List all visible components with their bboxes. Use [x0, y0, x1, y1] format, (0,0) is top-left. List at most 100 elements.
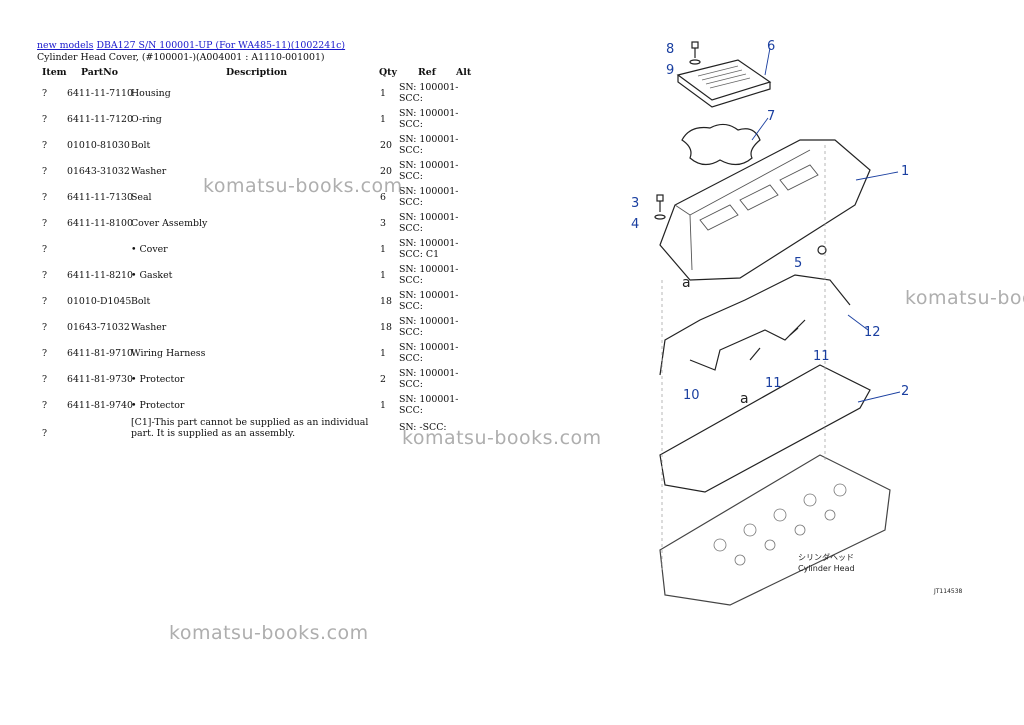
row-item: ?: [42, 270, 48, 281]
table-row: ? 01010-81030 Bolt 20 SN: 100001-SCC:: [0, 132, 520, 158]
cylinder-head-shape: [659, 454, 891, 606]
row-partno: 01010-D1045: [67, 296, 132, 307]
row-ref: SN: 100001-SCC:: [399, 212, 459, 234]
wiring-harness-shape: [659, 274, 851, 376]
row-qty: 1: [380, 114, 386, 125]
header-qty: Qty: [379, 67, 397, 78]
row-qty: 1: [380, 270, 386, 281]
row-partno: 6411-11-7130: [67, 192, 133, 203]
row-description: Bolt: [131, 140, 151, 151]
o-ring-shape: [681, 123, 761, 166]
table-row: ? 6411-11-7110 Housing 1 SN: 100001-SCC:: [0, 80, 520, 106]
watermark: komatsu-books.com: [905, 287, 1024, 309]
row-description: O-ring: [131, 114, 162, 125]
row-ref: SN: 100001-SCC: C1: [399, 238, 459, 260]
row-ref: SN: 100001-SCC:: [399, 134, 459, 156]
row-description: • Protector: [131, 374, 185, 385]
callout-9: 9: [666, 63, 674, 78]
table-row: ? 6411-11-7130 Seal 6 SN: 100001-SCC:: [0, 184, 520, 210]
view-mark-a-lower: a: [740, 391, 749, 407]
header-ref: Ref: [418, 67, 436, 78]
table-row: ? 6411-11-7120 O-ring 1 SN: 100001-SCC:: [0, 106, 520, 132]
callout-4: 4: [631, 217, 639, 232]
callout-12: 12: [864, 325, 881, 340]
row-item: ?: [42, 244, 48, 255]
table-row: ? 6411-81-9740 • Protector 1 SN: 100001-…: [0, 392, 520, 418]
row-description: Washer: [131, 322, 167, 333]
callout-11a: 11: [813, 349, 830, 364]
row-partno: 6411-11-8210: [67, 270, 133, 281]
row-note: [C1]-This part cannot be supplied as an …: [131, 417, 369, 439]
row-ref: SN: 100001-SCC:: [399, 394, 459, 416]
callout-1: 1: [901, 164, 909, 179]
callout-6: 6: [767, 39, 775, 54]
breadcrumb-link-model[interactable]: DBA127 S/N 100001-UP (For WA485-11)(1002…: [96, 40, 346, 51]
table-row: ? 6411-11-8100 Cover Assembly 3 SN: 1000…: [0, 210, 520, 236]
row-qty: 1: [380, 88, 386, 99]
row-partno: 6411-11-8100: [67, 218, 133, 229]
exploded-parts-diagram: 1 2 3 4 5 6 7 8 9 10 11 11 12 a a シリンダヘッ…: [631, 39, 963, 606]
row-item: ?: [42, 140, 48, 151]
cylinder-head-label: Cylinder Head: [798, 564, 855, 573]
row-partno: 01643-71032: [67, 322, 130, 333]
row-ref: SN: 100001-SCC:: [399, 342, 459, 364]
row-item: ?: [42, 374, 48, 385]
row-description: • Gasket: [131, 270, 173, 281]
breadcrumb-link-new-models[interactable]: new models: [37, 40, 94, 51]
row-partno: 01643-31032: [67, 166, 130, 177]
table-row: ? 6411-81-9710 Wiring Harness 1 SN: 1000…: [0, 340, 520, 366]
row-ref: SN: 100001-SCC:: [399, 290, 459, 312]
row-ref: SN: 100001-SCC:: [399, 160, 459, 182]
row-item: ?: [42, 322, 48, 333]
header-partno: PartNo: [81, 67, 118, 78]
row-ref: SN: 100001-SCC:: [399, 108, 459, 130]
row-ref: SN: -SCC:: [399, 422, 447, 433]
row-item: ?: [42, 218, 48, 229]
row-description: Seal: [131, 192, 152, 203]
row-partno: 6411-11-7110: [67, 88, 133, 99]
cylinder-head-label-jp: シリンダヘッド: [798, 552, 854, 562]
row-partno: 6411-81-9730: [67, 374, 133, 385]
gasket-shape: [659, 364, 871, 493]
view-mark-a-upper: a: [682, 275, 691, 291]
row-qty: 20: [380, 166, 392, 177]
row-qty: 3: [380, 218, 386, 229]
callout-5: 5: [794, 256, 802, 271]
header-description: Description: [226, 67, 288, 78]
row-qty: 1: [380, 400, 386, 411]
row-qty: 2: [380, 374, 386, 385]
row-description: Bolt: [131, 296, 151, 307]
row-qty: 18: [380, 322, 392, 333]
row-item: ?: [42, 400, 48, 411]
figure-id: JT114538: [933, 588, 963, 595]
watermark: komatsu-books.com: [203, 175, 403, 197]
row-ref: SN: 100001-SCC:: [399, 368, 459, 390]
table-row: ? • Cover 1 SN: 100001-SCC: C1: [0, 236, 520, 262]
row-item: ?: [42, 192, 48, 203]
row-ref: SN: 100001-SCC:: [399, 186, 459, 208]
callout-11b: 11: [765, 376, 782, 391]
row-item: ?: [42, 348, 48, 359]
callout-3: 3: [631, 196, 639, 211]
row-qty: 1: [380, 244, 386, 255]
header-item: Item: [42, 67, 67, 78]
row-item: ?: [42, 114, 48, 125]
page-subtitle: Cylinder Head Cover, (#100001-)(A004001 …: [37, 52, 325, 63]
callout-8: 8: [666, 42, 674, 57]
row-item: ?: [42, 428, 48, 439]
housing-shape: [659, 139, 871, 281]
table-row: ? 01643-71032 Washer 18 SN: 100001-SCC:: [0, 314, 520, 340]
callout-2: 2: [901, 384, 909, 399]
table-row: ? 01010-D1045 Bolt 18 SN: 100001-SCC:: [0, 288, 520, 314]
row-qty: 6: [380, 192, 386, 203]
row-partno: 6411-81-9710: [67, 348, 133, 359]
row-description: • Protector: [131, 400, 185, 411]
table-row: ? 6411-11-8210 • Gasket 1 SN: 100001-SCC…: [0, 262, 520, 288]
row-item: ?: [42, 166, 48, 177]
row-description: Washer: [131, 166, 167, 177]
breadcrumb: new models DBA127 S/N 100001-UP (For WA4…: [37, 40, 345, 51]
row-item: ?: [42, 88, 48, 99]
row-partno: 01010-81030: [67, 140, 130, 151]
table-row: ? 01643-31032 Washer 20 SN: 100001-SCC:: [0, 158, 520, 184]
row-description: Wiring Harness: [131, 348, 206, 359]
